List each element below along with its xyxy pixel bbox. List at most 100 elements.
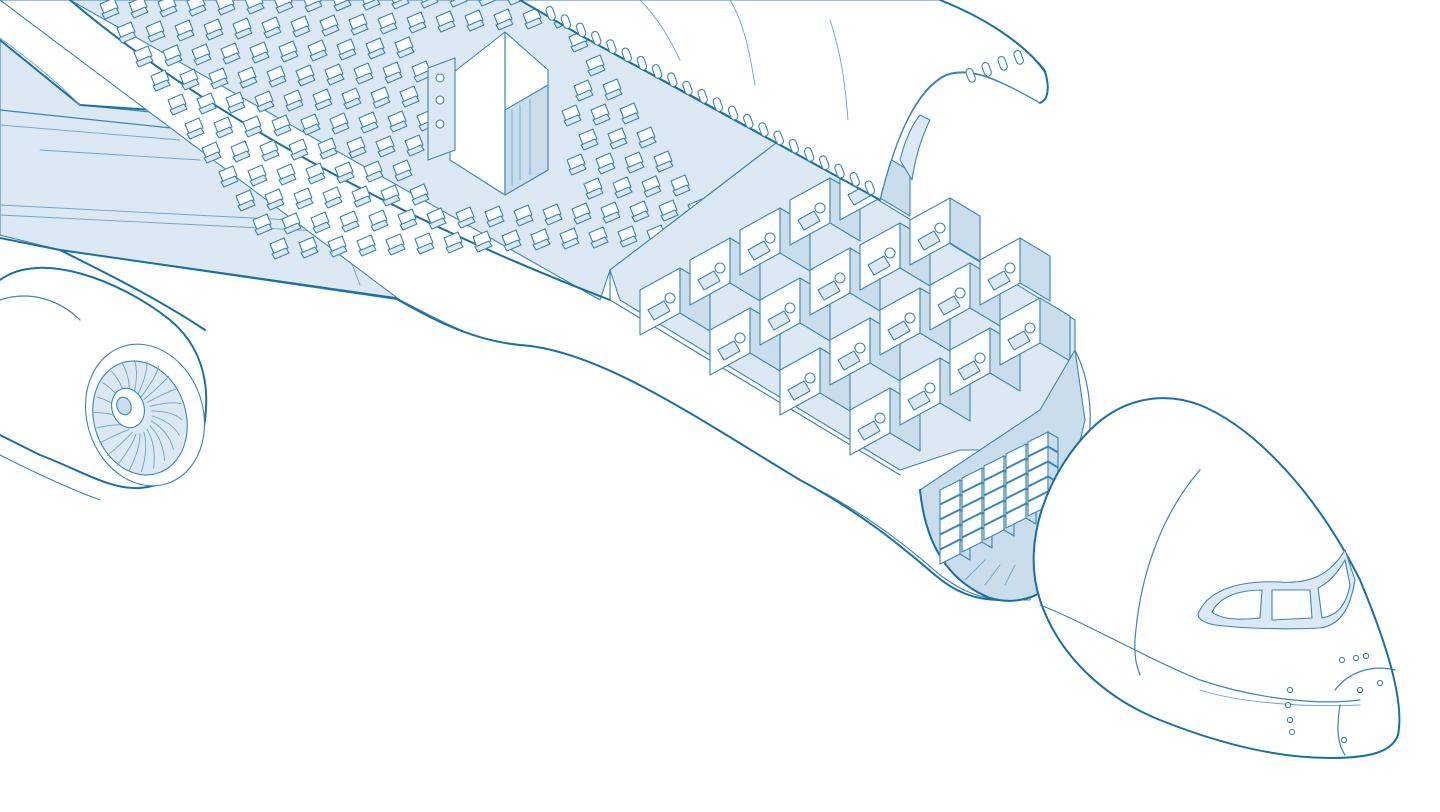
- cabin-window: [591, 30, 602, 46]
- economy-seat: [312, 88, 333, 111]
- cabin-window: [834, 163, 845, 179]
- economy-seat: [375, 135, 396, 158]
- economy-seat: [259, 139, 280, 162]
- nose-sensors: [1284, 652, 1384, 744]
- cabin-window: [981, 62, 992, 77]
- fan-blade: [140, 431, 147, 473]
- economy-seat: [278, 40, 299, 63]
- fan-blade: [146, 388, 177, 403]
- suite-pods: [639, 152, 1071, 456]
- roof-section-lifted: [519, 0, 1049, 201]
- economy-seat: [414, 232, 435, 255]
- suite-pod: [809, 247, 881, 316]
- cockpit-nose: [1032, 397, 1401, 759]
- economy-seat: [641, 175, 662, 198]
- galley-module: [427, 31, 549, 196]
- economy-seat: [404, 134, 425, 157]
- economy-seat: [619, 102, 640, 125]
- economy-seat: [566, 153, 587, 176]
- cabin-window: [743, 113, 754, 129]
- economy-seat: [298, 236, 319, 259]
- economy-seat: [218, 165, 239, 188]
- economy-seat: [293, 187, 314, 210]
- cabin-window: [997, 56, 1008, 71]
- economy-seat: [399, 85, 420, 108]
- economy-seat: [365, 37, 386, 60]
- economy-seat: [595, 152, 616, 175]
- economy-seat: [455, 206, 476, 229]
- suite-pod: [759, 277, 831, 346]
- roof-windows: [545, 6, 1024, 196]
- economy-seat: [353, 62, 374, 85]
- economy-seat: [583, 177, 604, 200]
- cabin-window: [667, 72, 678, 88]
- economy-seat: [261, 16, 282, 39]
- economy-seat: [249, 41, 270, 64]
- economy-seat: [208, 67, 229, 90]
- fan-blade: [151, 415, 180, 436]
- fuselage: [0, 0, 1031, 601]
- economy-seat: [617, 225, 638, 248]
- cabin-window: [712, 97, 724, 113]
- engine: [0, 266, 208, 490]
- economy-seat: [653, 150, 674, 173]
- economy-seat: [522, 7, 543, 30]
- economy-seat: [377, 12, 398, 35]
- economy-seat: [252, 213, 273, 236]
- fan-blade: [99, 429, 130, 444]
- economy-seat: [602, 78, 623, 101]
- economy-seat: [629, 200, 650, 223]
- economy-seat: [391, 0, 410, 10]
- business-suites: [609, 139, 1076, 476]
- sensor-port: [1286, 686, 1294, 694]
- economy-seat: [588, 226, 609, 249]
- cabin-window: [788, 138, 800, 154]
- economy-seat: [559, 227, 580, 250]
- economy-seat: [225, 91, 246, 114]
- economy-seat: [244, 0, 265, 15]
- fan-blade: [149, 425, 166, 462]
- economy-seat: [542, 203, 563, 226]
- economy-seat: [281, 212, 302, 235]
- suite-pod: [999, 297, 1071, 366]
- cabin-window: [575, 22, 587, 38]
- fan-blade: [139, 366, 160, 399]
- economy-seat: [392, 159, 413, 182]
- economy-seat: [264, 188, 285, 211]
- sensor-port: [1284, 701, 1292, 709]
- economy-seat: [501, 229, 522, 252]
- cabin-window: [682, 80, 693, 96]
- economy-seat: [387, 110, 408, 133]
- economy-seat: [133, 45, 154, 68]
- sensor-port: [1286, 716, 1294, 724]
- economy-seat: [317, 137, 338, 160]
- sensor-port: [1356, 686, 1364, 694]
- economy-seat: [266, 65, 287, 88]
- economy-seat: [585, 54, 606, 77]
- economy-seat: [269, 237, 290, 260]
- economy-seat: [116, 21, 137, 44]
- cabin-window: [1013, 50, 1024, 65]
- economy-seat: [493, 8, 514, 31]
- sensor-port: [1288, 728, 1296, 736]
- economy-seat: [356, 234, 377, 257]
- economy-seat: [348, 13, 369, 36]
- economy-seat: [607, 127, 628, 150]
- suite-pod: [909, 197, 981, 266]
- economy-seat: [307, 39, 328, 62]
- economy-seat: [435, 10, 456, 33]
- economy-seat: [303, 0, 323, 13]
- economy-seat: [394, 36, 415, 59]
- economy-seat: [191, 43, 212, 66]
- cabin-window: [697, 89, 708, 104]
- cabin-window: [621, 47, 632, 63]
- economy-seat: [624, 151, 645, 174]
- economy-cabin: [69, 0, 781, 301]
- economy-seat: [513, 204, 534, 227]
- economy-seat: [184, 117, 205, 140]
- sensor-port: [1338, 656, 1346, 664]
- economy-seat: [319, 14, 340, 37]
- suite-pod: [979, 237, 1051, 306]
- economy-seat: [334, 161, 355, 184]
- cabin-window: [864, 180, 876, 196]
